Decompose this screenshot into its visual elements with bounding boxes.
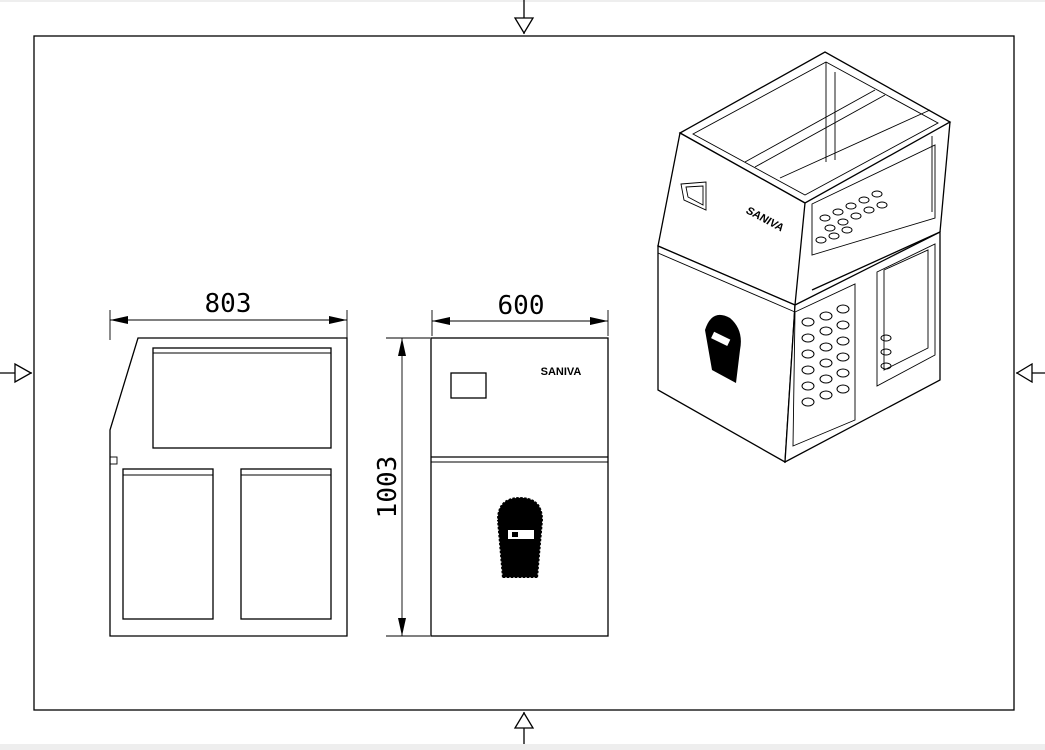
dimension-side-width: 803 (205, 289, 252, 319)
drawing-border (33, 35, 1015, 711)
dimension-front-width: 600 (498, 291, 545, 321)
centering-mark-right-icon (1015, 362, 1045, 384)
centering-mark-left-icon (0, 362, 33, 384)
front-view: 600 1003 SANIVA (373, 291, 609, 637)
centering-mark-bottom-icon (513, 711, 535, 745)
front-brand-label: SANIVA (541, 366, 582, 378)
isometric-view: SANIVA (657, 51, 952, 464)
dimension-height: 1003 (373, 456, 403, 519)
front-logo-icon (496, 496, 544, 579)
centering-mark-top-icon (513, 0, 535, 35)
iso-logo-icon (705, 314, 741, 383)
side-view: 803 (109, 289, 348, 637)
bottom-strip (0, 744, 1045, 750)
front-display-window (450, 372, 487, 399)
